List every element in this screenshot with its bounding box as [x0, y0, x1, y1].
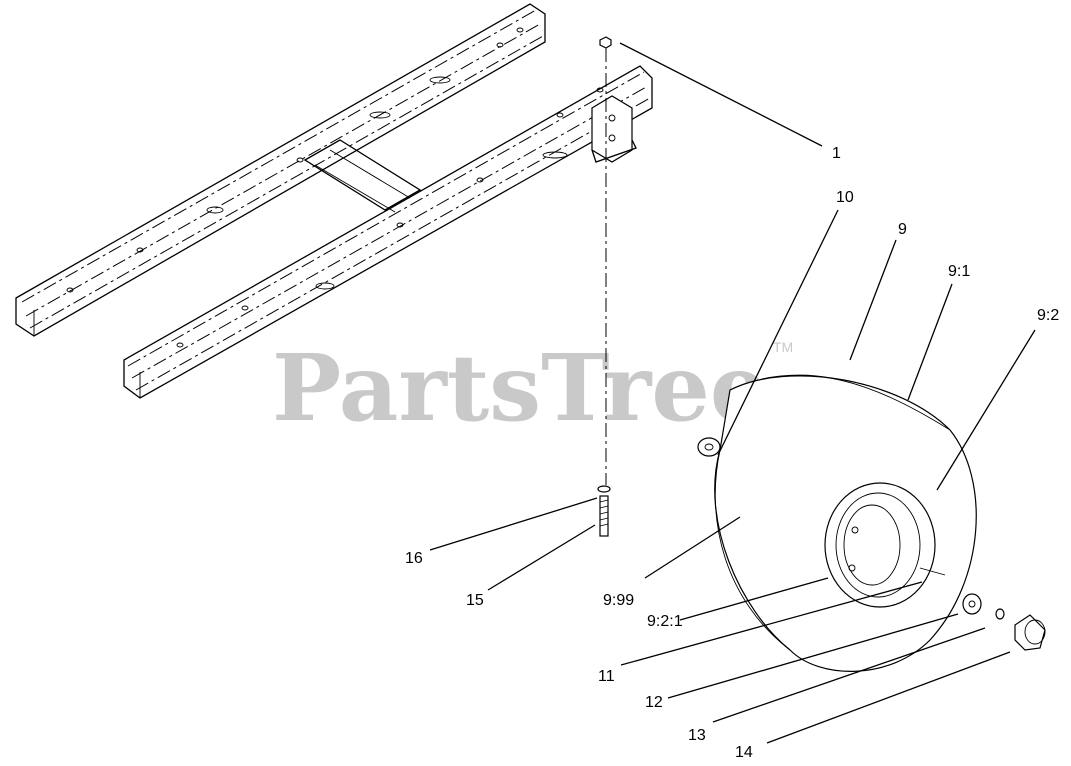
washer-bolt-icon — [597, 485, 611, 537]
wheel-tire-assembly — [714, 374, 977, 672]
frame-rail-upper — [15, 3, 546, 337]
watermark-text: PartsTree — [272, 334, 768, 442]
callout-10: 10 — [836, 189, 854, 206]
callout-15: 15 — [466, 592, 484, 609]
callout-9: 9 — [898, 221, 907, 238]
frame-rail-lower — [123, 65, 653, 399]
nut-top-icon — [599, 36, 612, 49]
callout-9-2-1: 9:2:1 — [647, 613, 683, 630]
callout-9-99: 9:99 — [603, 592, 634, 609]
callout-16: 16 — [405, 550, 423, 567]
callout-12: 12 — [645, 694, 663, 711]
washer-icon — [697, 437, 721, 457]
callout-9-1: 9:1 — [948, 263, 970, 280]
watermark-trademark: TM — [773, 339, 793, 355]
hub-hardware-icon — [962, 593, 1046, 651]
watermark: PartsTree TM — [272, 334, 793, 442]
callout-labels: 1 10 9 9:1 9:2 16 15 9:99 9:2:1 11 12 13… — [405, 145, 1059, 761]
callout-11: 11 — [598, 668, 615, 685]
callout-9-2: 9:2 — [1037, 307, 1059, 324]
callout-13: 13 — [688, 727, 706, 744]
leader-lines — [429, 42, 1036, 744]
callout-1: 1 — [832, 145, 841, 162]
frame-cross-member — [303, 139, 422, 213]
callout-14: 14 — [735, 744, 753, 761]
axle-bracket — [591, 95, 637, 163]
